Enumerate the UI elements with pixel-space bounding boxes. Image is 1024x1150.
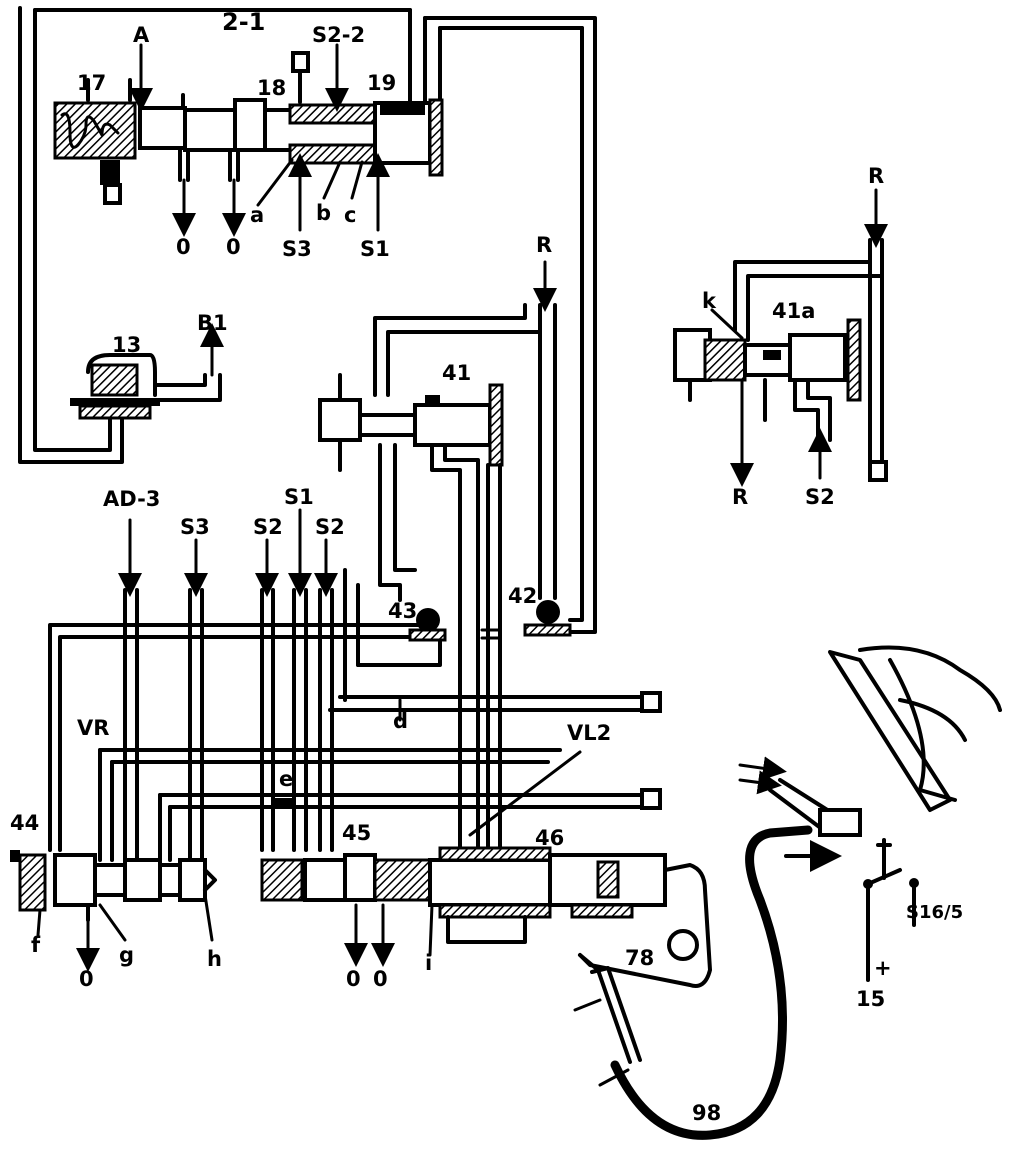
valve-13	[70, 323, 224, 420]
label-ad-3: AD-3	[103, 487, 160, 511]
label-d-small: d	[393, 709, 408, 733]
label-k-small: k	[702, 289, 717, 313]
label-s2-mid-a: S2	[253, 515, 283, 539]
label-vr: VR	[77, 716, 109, 740]
valve-2-1-arrows	[129, 43, 390, 237]
label-h-small: h	[207, 947, 222, 971]
label-15: 15	[856, 987, 885, 1011]
label-s16-5: S16/5	[906, 902, 963, 923]
lever-78	[573, 863, 712, 1087]
label-17: 17	[77, 71, 106, 95]
label-g-small: g	[119, 943, 134, 967]
label-s1-top: S1	[360, 237, 390, 261]
label-19: 19	[367, 71, 396, 95]
valve-41a	[673, 188, 888, 487]
valve-44	[10, 850, 217, 972]
label-18: 18	[257, 76, 286, 100]
check-valves	[408, 600, 572, 642]
label-s3-mid: S3	[180, 515, 210, 539]
pedal-assembly	[738, 645, 1002, 880]
label-s3-top: S3	[282, 237, 312, 261]
distribution-lines	[48, 568, 662, 862]
label-port-0-e: 0	[373, 967, 388, 991]
label-a-small: a	[250, 203, 264, 227]
label-plus: +	[874, 956, 892, 980]
label-vl2: VL2	[567, 721, 611, 745]
cable-98	[610, 825, 813, 1140]
label-44: 44	[10, 811, 39, 835]
label-b1: B1	[197, 311, 228, 335]
label-98: 98	[692, 1101, 721, 1125]
label-78: 78	[625, 946, 654, 970]
label-c-small: c	[344, 203, 356, 227]
label-s1-mid: S1	[284, 485, 314, 509]
label-43: 43	[388, 599, 417, 623]
feed-lines	[118, 508, 338, 872]
label-41a: 41a	[772, 299, 815, 323]
label-b-small: b	[316, 201, 331, 225]
label-a-top: A	[133, 23, 150, 47]
label-port-0-d: 0	[346, 967, 361, 991]
diagram-labels: 2-1 A 17 18 19 S2-2 0 0 S3 S1 a b c 13 B…	[10, 8, 963, 1125]
label-port-0-b: 0	[226, 235, 241, 259]
label-title: 2-1	[222, 8, 265, 36]
label-45: 45	[342, 821, 371, 845]
label-r-right-bottom: R	[732, 485, 748, 509]
valve-45-46	[260, 798, 667, 967]
label-port-0-a: 0	[176, 235, 191, 259]
label-s2-2: S2-2	[312, 23, 365, 47]
label-f-small: f	[31, 933, 41, 957]
label-e-small: e	[279, 767, 293, 791]
outer-line-loop	[18, 6, 597, 634]
label-13: 13	[112, 333, 141, 357]
switch-s16-5	[863, 868, 919, 982]
label-41: 41	[442, 361, 471, 385]
label-s2-mid-b: S2	[315, 515, 345, 539]
label-port-0-c: 0	[79, 967, 94, 991]
label-r-mid: R	[536, 233, 552, 257]
label-i-small: i	[425, 951, 432, 975]
label-42: 42	[508, 584, 537, 608]
valve-41	[318, 260, 557, 862]
label-46: 46	[535, 826, 564, 850]
label-s2-right: S2	[805, 485, 835, 509]
label-r-right-top: R	[868, 164, 884, 188]
valve-2-1	[53, 51, 444, 205]
